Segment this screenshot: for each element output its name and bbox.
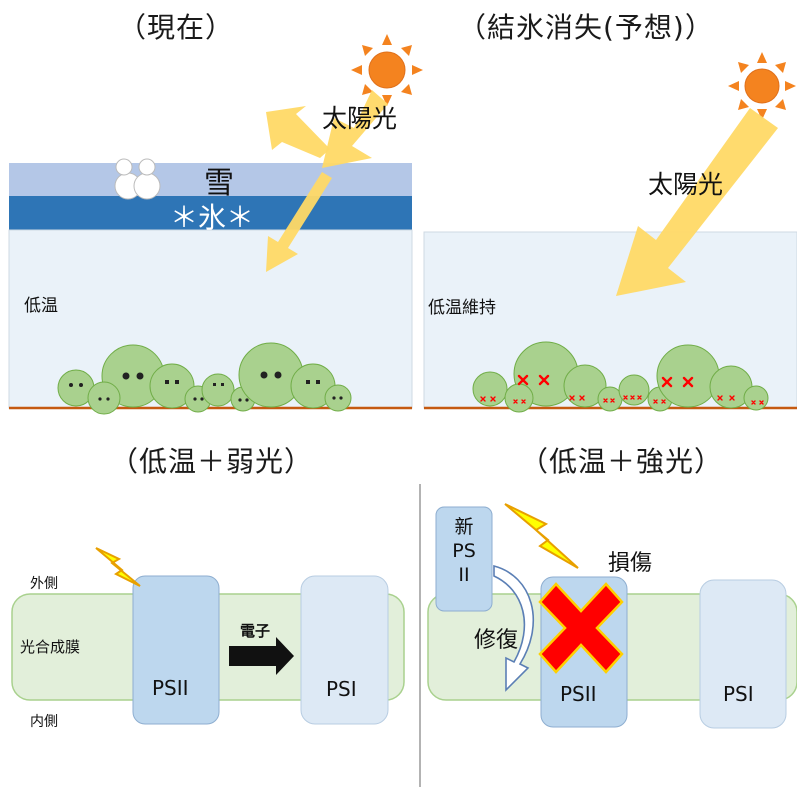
panel-title-future: （結氷消失(予想)） xyxy=(458,11,714,44)
damage-cross-icon xyxy=(538,582,624,674)
new-psii-complex xyxy=(435,506,493,612)
algae-colony-damaged xyxy=(472,341,769,413)
sunlight-label-future: 太陽光 xyxy=(648,170,724,199)
panel-title-current: （現在） xyxy=(118,11,235,44)
membrane-label: 光合成膜 xyxy=(20,638,81,656)
panel-strong-light xyxy=(427,503,797,729)
psii-label: PSII xyxy=(560,682,597,706)
panel-title-strong-light: （低温＋強光） xyxy=(520,445,724,478)
damage-label: 損傷 xyxy=(608,551,653,576)
psi-label: PSI xyxy=(326,677,357,701)
panel-current xyxy=(8,34,423,415)
transmitted-sunlight-arrow xyxy=(266,172,332,272)
snow-layer xyxy=(9,163,412,196)
sunlight-arrow xyxy=(616,108,778,296)
new-psii-label: 新 PS II xyxy=(452,516,476,586)
panel-weak-light xyxy=(11,547,405,725)
algae-eyes xyxy=(69,371,343,402)
sun-icon xyxy=(351,34,423,106)
ice-label: ＊氷＊ xyxy=(170,201,255,234)
water-label-future: 低温維持 xyxy=(428,298,496,318)
damage-marks xyxy=(517,374,694,388)
psi-complex xyxy=(300,575,389,725)
reflected-sunlight-arrow xyxy=(266,106,330,158)
snowman-icon xyxy=(114,158,161,200)
psi-label: PSI xyxy=(723,682,754,706)
sun-icon xyxy=(728,52,796,120)
water-label-current: 低温 xyxy=(24,296,58,316)
lightning-icon xyxy=(95,547,141,587)
psi-complex xyxy=(699,579,787,729)
damage-marks-small xyxy=(480,395,764,405)
inner-side-label: 内側 xyxy=(30,714,58,730)
repair-label: 修復 xyxy=(474,628,519,653)
outer-side-label: 外側 xyxy=(30,576,58,592)
repair-arrow xyxy=(493,564,535,692)
incoming-sunlight-arrow xyxy=(322,90,388,168)
psii-complex xyxy=(132,575,220,725)
panel-title-weak-light: （低温＋弱光） xyxy=(110,445,314,478)
sunlight-label-current: 太陽光 xyxy=(322,104,398,133)
electron-label: 電子 xyxy=(240,622,271,640)
psii-label: PSII xyxy=(152,676,189,700)
algae-colony xyxy=(57,342,352,415)
lightning-icon xyxy=(504,503,579,569)
panel-future xyxy=(423,52,797,413)
electron-arrow xyxy=(229,637,294,675)
ice-layer xyxy=(9,196,412,230)
snow-label: 雪 xyxy=(204,166,234,201)
